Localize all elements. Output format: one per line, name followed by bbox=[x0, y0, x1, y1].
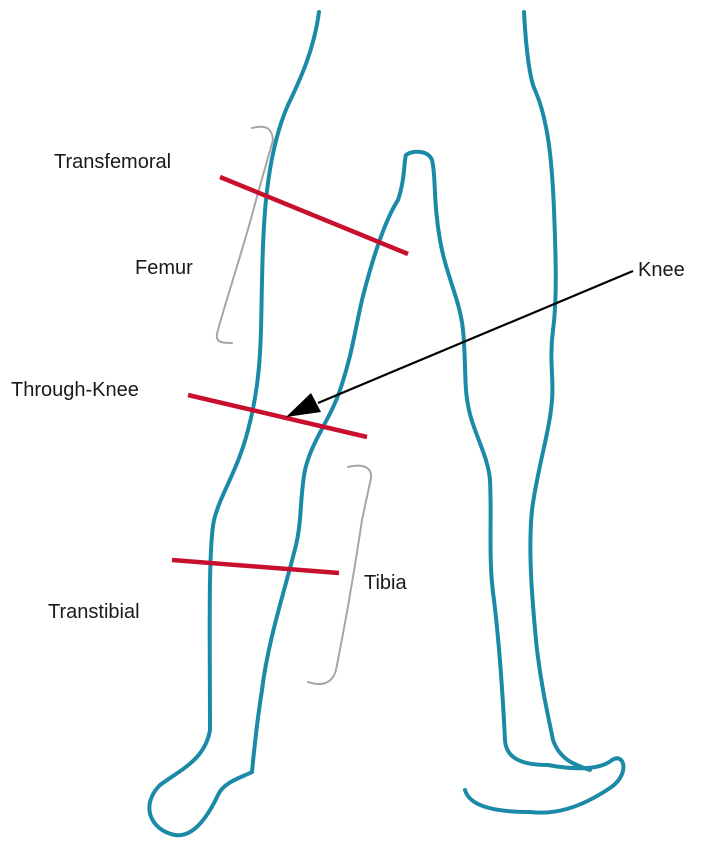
transtibial-line bbox=[172, 560, 339, 573]
amputation-lines bbox=[172, 177, 408, 573]
knee-label: Knee bbox=[638, 259, 685, 281]
left-leg-outer-edge bbox=[149, 12, 319, 835]
arrow-icon bbox=[286, 393, 321, 417]
knee-pointer bbox=[286, 271, 633, 417]
transfemoral-line bbox=[220, 177, 408, 254]
tibia-label: Tibia bbox=[364, 572, 407, 594]
right-leg-outer-edge bbox=[524, 12, 590, 770]
right-leg-inner-edge bbox=[406, 152, 623, 813]
femur-label: Femur bbox=[135, 257, 193, 279]
tibia-bracket bbox=[308, 466, 371, 684]
transtibial-label: Transtibial bbox=[48, 601, 140, 623]
transfemoral-label: Transfemoral bbox=[54, 151, 171, 173]
text-labels: Transfemoral Femur Through-Knee Knee Tib… bbox=[11, 151, 685, 623]
legs-outline bbox=[149, 12, 623, 835]
left-leg-inner-edge bbox=[252, 155, 406, 772]
through-knee-label: Through-Knee bbox=[11, 379, 139, 401]
through-knee-line bbox=[188, 395, 367, 437]
